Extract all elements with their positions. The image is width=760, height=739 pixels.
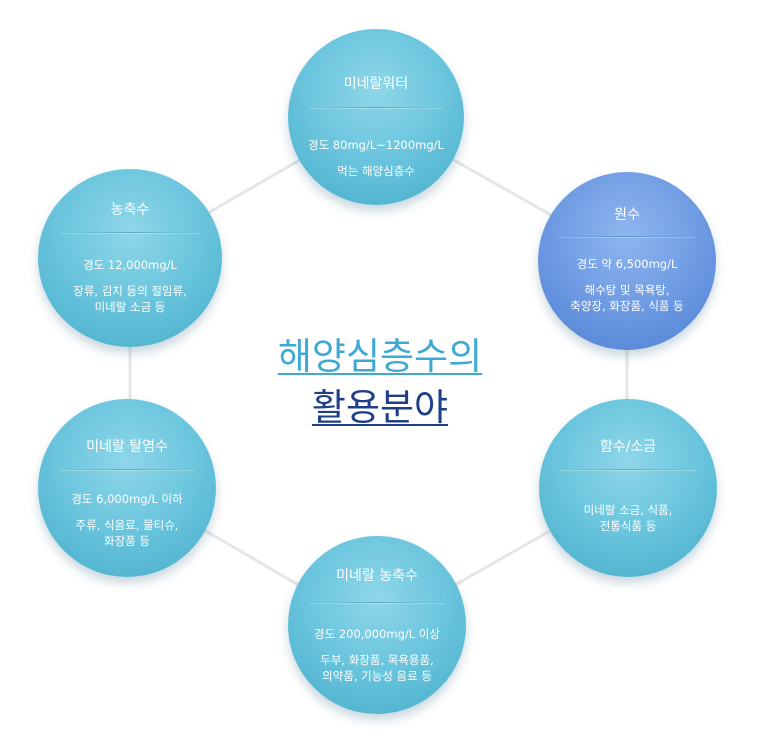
node-hardness: 경도 약 6,500mg/L — [576, 257, 678, 271]
node-divider — [560, 469, 696, 470]
node-title: 미네랄 농축수 — [336, 568, 418, 584]
node-mineral-concentrate: 미네랄 농축수 경도 200,000mg/L 이상 두부, 화장품, 목욕용품,… — [288, 536, 466, 714]
node-body: 경도 12,000mg/L 장류, 김치 등의 절임류, 미네랄 소금 등 — [38, 257, 222, 315]
node-divider — [309, 107, 443, 108]
node-hardness: 경도 200,000mg/L 이상 — [314, 627, 440, 641]
node-use: 주류, 식음료, 물티슈, 화장품 등 — [75, 518, 179, 548]
node-raw-water: 원수 경도 약 6,500mg/L 해수탕 및 목욕탕, 축양장, 화장품, 식… — [538, 172, 716, 350]
node-body: 미네랄 소금, 식품, 전통식품 등 — [539, 502, 717, 534]
node-salt-water: 함수/소금 미네랄 소금, 식품, 전통식품 등 — [539, 399, 717, 577]
center-title-line1: 해양심층수의 — [277, 335, 483, 378]
node-divider — [559, 236, 695, 237]
node-use: 미네랄 소금, 식품, 전통식품 등 — [583, 503, 673, 533]
node-hardness: 경도 80mg/L~1200mg/L — [308, 138, 444, 152]
node-use: 먹는 해양심층수 — [337, 164, 415, 178]
center-title-line2: 활용분야 — [311, 386, 449, 429]
node-title: 함수/소금 — [599, 439, 657, 455]
node-mineral-desalted: 미네랄 탈염수 경도 6,000mg/L 이하 주류, 식음료, 물티슈, 화장… — [38, 399, 216, 577]
node-use: 두부, 화장품, 목욕용품, 의약품, 기능성 음료 등 — [320, 653, 434, 683]
node-title: 농축수 — [110, 202, 150, 218]
node-use: 해수탕 및 목욕탕, 축양장, 화장품, 식품 등 — [570, 283, 684, 313]
node-hardness: 경도 12,000mg/L — [83, 258, 177, 272]
node-body: 경도 200,000mg/L 이상 두부, 화장품, 목욕용품, 의약품, 기능… — [288, 626, 466, 684]
node-hardness: 경도 6,000mg/L 이하 — [71, 492, 183, 506]
node-title: 미네랄 탈염수 — [86, 439, 168, 455]
node-title: 원수 — [614, 207, 640, 223]
node-divider — [59, 469, 195, 470]
node-mineral-water: 미네랄워터 경도 80mg/L~1200mg/L 먹는 해양심층수 — [288, 29, 464, 205]
node-title: 미네랄워터 — [343, 76, 409, 92]
node-concentrate: 농축수 경도 12,000mg/L 장류, 김치 등의 절임류, 미네랄 소금 … — [38, 169, 222, 347]
node-divider — [309, 602, 445, 603]
node-body: 경도 약 6,500mg/L 해수탕 및 목욕탕, 축양장, 화장품, 식품 등 — [538, 256, 716, 314]
node-divider — [60, 232, 200, 233]
node-body: 경도 80mg/L~1200mg/L 먹는 해양심층수 — [288, 137, 464, 179]
node-use: 장류, 김치 등의 절임류, 미네랄 소금 등 — [73, 284, 187, 314]
node-body: 경도 6,000mg/L 이하 주류, 식음료, 물티슈, 화장품 등 — [38, 491, 216, 549]
